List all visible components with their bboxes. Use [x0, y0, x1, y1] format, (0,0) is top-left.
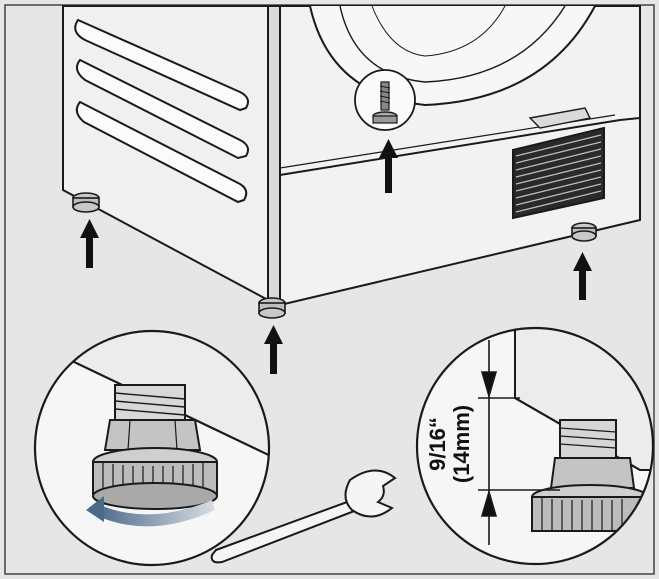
arrow-up-icon [264, 325, 283, 374]
foot-detail-bubble [354, 69, 416, 131]
foot-back-left [72, 192, 100, 213]
leveling-feet [72, 192, 597, 319]
measurement-imperial: 9/16“ [425, 417, 450, 471]
rotate-arrowhead [86, 496, 104, 522]
foot-front-right [571, 222, 597, 242]
dimension-marker [478, 340, 560, 545]
left-appliance [62, 5, 281, 307]
side-vents [74, 18, 249, 204]
arrow-up-icon [379, 139, 398, 193]
lift-arrows [80, 139, 592, 374]
arrow-up-icon [573, 252, 592, 300]
foot-front-center [258, 297, 286, 319]
vent-grille [512, 126, 605, 220]
wrench-icon [210, 469, 397, 564]
zoom-circle-adjust [33, 329, 271, 567]
rotate-arrow-icon [95, 500, 215, 527]
measurement-metric: (14mm) [449, 405, 474, 483]
arrow-up-icon [80, 219, 99, 268]
